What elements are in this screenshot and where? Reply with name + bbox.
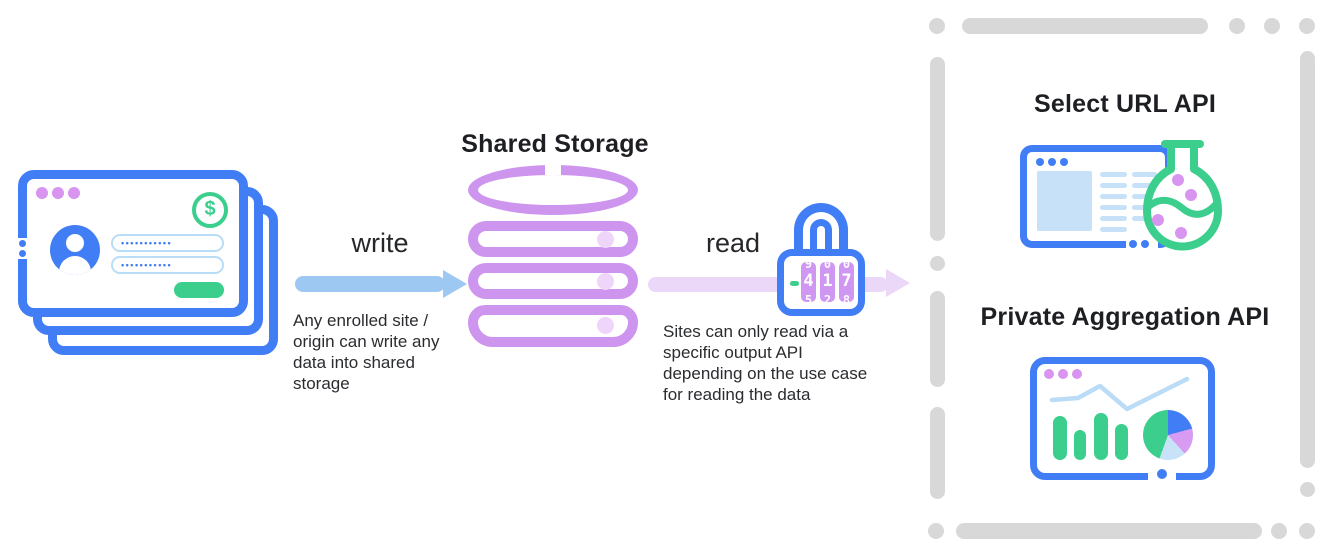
bar-chart-bar xyxy=(1094,413,1108,460)
lock-body: 9 4 5 0 1 2 0 7 8 xyxy=(777,249,865,316)
database-row xyxy=(468,221,638,257)
select-url-api-title: Select URL API xyxy=(1033,90,1217,118)
submit-button[interactable] xyxy=(174,282,224,298)
database-top-gap xyxy=(545,165,561,175)
dial-digit: 7 xyxy=(841,271,852,291)
read-arrow-head xyxy=(886,269,910,297)
select-url-api-icon xyxy=(1020,140,1225,257)
bar-chart-bar xyxy=(1053,416,1067,460)
database-row-dot xyxy=(597,231,614,248)
dashed-border-dot xyxy=(929,18,945,34)
bar-chart-bar xyxy=(1074,430,1086,460)
avatar-shoulders xyxy=(59,256,91,275)
avatar-head xyxy=(66,234,84,252)
dashed-border-dot xyxy=(930,256,945,271)
window-chrome-dot xyxy=(36,187,48,199)
pie-chart-icon xyxy=(1143,410,1193,460)
lock-dial[interactable]: 0 7 8 xyxy=(839,262,854,302)
dashed-border-dot xyxy=(1229,18,1245,34)
window-border-gap xyxy=(18,238,27,259)
dashed-border-segment xyxy=(930,57,945,241)
dial-digit-partial: 2 xyxy=(823,293,832,302)
dashed-border-segment xyxy=(962,18,1208,34)
line-chart-icon xyxy=(1049,376,1190,412)
write-arrow-head xyxy=(443,270,467,298)
window-chrome-dot xyxy=(1048,158,1056,166)
text-line xyxy=(1100,227,1127,232)
dashed-border-dot xyxy=(928,523,944,539)
dollar-icon: $ xyxy=(192,192,228,228)
dashed-border-segment xyxy=(956,523,1262,539)
dial-digit-partial: 5 xyxy=(804,293,813,302)
dashed-border-segment xyxy=(930,407,945,499)
lock-shackle-inner xyxy=(810,219,832,253)
flask-icon xyxy=(1143,140,1222,251)
dial-digit-partial: 0 xyxy=(842,262,851,271)
password-field[interactable]: ••••••••••• xyxy=(111,234,224,252)
text-line xyxy=(1132,194,1157,199)
write-arrow xyxy=(295,276,445,292)
lock-icon: 9 4 5 0 1 2 0 7 8 xyxy=(777,203,867,317)
dollar-glyph: $ xyxy=(204,198,216,220)
lock-dash-left xyxy=(790,281,799,286)
text-line xyxy=(1132,172,1157,177)
window-chrome-dot xyxy=(1058,369,1068,379)
dial-digit: 4 xyxy=(803,271,814,291)
dashed-border-dot xyxy=(1299,18,1315,34)
database-icon xyxy=(468,165,638,352)
read-caption: Sites can only read via a specific outpu… xyxy=(663,322,868,405)
dashed-border-dot xyxy=(1299,523,1315,539)
window-border-dot xyxy=(1157,469,1167,479)
lock-dial[interactable]: 9 4 5 xyxy=(801,262,816,302)
text-line xyxy=(1100,194,1127,199)
lock-dials[interactable]: 9 4 5 0 1 2 0 7 8 xyxy=(801,262,854,302)
window-chrome-dot xyxy=(1036,158,1044,166)
window-border-dot xyxy=(1141,240,1149,248)
content-block xyxy=(1037,171,1092,231)
browser-window-front: $ ••••••••••• ••••••••••• xyxy=(18,170,248,317)
text-line xyxy=(1100,205,1127,210)
database-row-dot xyxy=(597,317,614,334)
private-aggregation-icon xyxy=(1030,357,1215,480)
window-border-dot xyxy=(19,250,26,257)
shared-storage-title: Shared Storage xyxy=(461,130,649,158)
read-label: read xyxy=(705,228,761,258)
dial-digit-partial: 8 xyxy=(842,293,851,302)
text-line xyxy=(1132,183,1157,188)
text-line xyxy=(1100,172,1127,177)
dashed-border-dot xyxy=(1271,523,1287,539)
lock-dial[interactable]: 0 1 2 xyxy=(820,262,835,302)
window-chrome-dot xyxy=(52,187,64,199)
window-chrome-dot xyxy=(68,187,80,199)
text-line xyxy=(1100,183,1127,188)
window-chrome-dot xyxy=(1060,158,1068,166)
bar-chart-bar xyxy=(1115,424,1128,460)
dashed-border-dot xyxy=(1300,482,1315,497)
dashed-border-dot xyxy=(1264,18,1280,34)
dashed-border-segment xyxy=(1300,51,1315,468)
text-line xyxy=(1100,216,1127,221)
dial-digit-partial: 0 xyxy=(823,262,832,271)
write-label: write xyxy=(351,228,409,258)
window-chrome-dot xyxy=(1072,369,1082,379)
password-field[interactable]: ••••••••••• xyxy=(111,256,224,274)
dial-digit-partial: 9 xyxy=(804,262,813,271)
write-caption: Any enrolled site / origin can write any… xyxy=(293,311,440,394)
window-border-dot xyxy=(19,240,26,247)
database-row-dot xyxy=(597,273,614,290)
private-aggregation-api-title: Private Aggregation API xyxy=(980,303,1270,331)
dashed-border-segment xyxy=(930,291,945,387)
window-border-dot xyxy=(1129,240,1137,248)
window-chrome-dot xyxy=(1044,369,1054,379)
dial-digit: 1 xyxy=(822,271,833,291)
avatar-icon xyxy=(50,225,100,275)
